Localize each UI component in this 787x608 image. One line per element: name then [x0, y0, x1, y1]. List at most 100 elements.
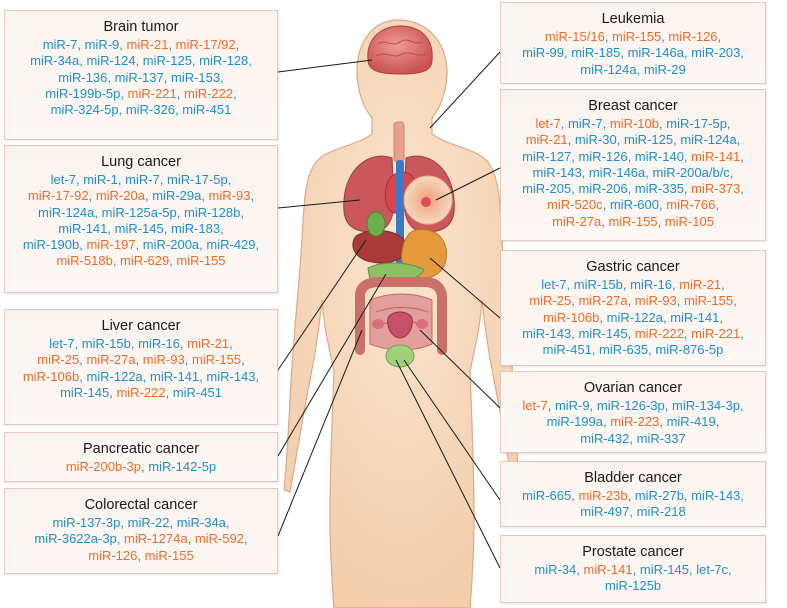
right-ovary — [416, 319, 428, 329]
connector-prostate — [395, 359, 501, 569]
connector-bladder — [403, 359, 501, 501]
box-title: Bladder cancer — [584, 470, 682, 486]
separator: , — [719, 309, 723, 325]
separator: , — [163, 69, 171, 85]
separator: , — [591, 342, 600, 358]
prostate-cancer-box: Prostate cancer miR-34, miR-141, miR-145… — [500, 535, 766, 603]
separator: , — [717, 29, 722, 44]
separator: , — [240, 204, 244, 220]
mirna-label: miR-141 — [583, 562, 633, 577]
mirna-label: miR-27b — [634, 488, 684, 503]
separator: , — [589, 398, 597, 413]
separator: , — [683, 325, 692, 341]
separator: , — [566, 277, 574, 292]
separator: , — [225, 515, 230, 530]
box-title: Gastric cancer — [586, 259, 680, 275]
mirna-label: miR-7 — [42, 37, 78, 52]
separator: , — [74, 336, 82, 351]
mirna-list: let-7, miR-15b, miR-16, miR-21, miR-25, … — [501, 277, 765, 358]
separator: , — [567, 132, 575, 148]
separator: , — [629, 430, 637, 446]
separator: , — [141, 459, 149, 474]
mirna-label: miR-222 — [184, 85, 234, 101]
mirna-label: miR-197 — [86, 237, 136, 253]
mirna-label: miR-21 — [126, 37, 169, 52]
bladder-organ — [385, 344, 415, 368]
mirna-label: miR-155 — [191, 352, 242, 368]
mirna-label: miR-200b-3p — [65, 459, 141, 474]
separator: , — [79, 352, 87, 368]
colon — [355, 277, 447, 355]
mirna-label: miR-126 — [578, 148, 628, 164]
separator: , — [119, 37, 127, 52]
separator: , — [220, 69, 224, 85]
mirna-line: miR-34, miR-141, miR-145, let-7c, — [504, 562, 762, 578]
separator: , — [636, 61, 644, 77]
separator: , — [603, 414, 611, 430]
separator: , — [248, 53, 252, 69]
separator: , — [163, 220, 171, 236]
mirna-label: miR-155 — [608, 213, 658, 229]
mirna-label: miR-143 — [532, 164, 582, 180]
mirna-label: miR-17/92 — [175, 37, 236, 52]
mirna-label: miR-221 — [127, 85, 177, 101]
mirna-label: miR-520c — [547, 197, 603, 213]
separator: , — [255, 237, 260, 253]
mirna-label: miR-451 — [172, 384, 222, 400]
mirna-line: miR-27a, miR-155, miR-105 — [504, 214, 762, 230]
mirna-label: miR-222 — [116, 384, 166, 400]
mirna-label: miR-326 — [125, 102, 175, 118]
mirna-label: miR-124a — [38, 204, 95, 220]
separator: , — [664, 398, 673, 413]
mirna-label: miR-155 — [176, 253, 226, 269]
mirna-line: miR-17-92, miR-20a, miR-29a, miR-93, — [8, 188, 274, 204]
separator: , — [662, 309, 671, 325]
mirna-label: miR-629 — [120, 253, 170, 269]
separator: , — [137, 547, 145, 563]
mirna-list: miR-200b-3p, miR-142-5p — [5, 459, 277, 475]
mirna-label: miR-203 — [691, 45, 741, 61]
mirna-label: miR-7 — [567, 116, 603, 131]
mirna-label: miR-105 — [664, 213, 714, 229]
separator: , — [118, 102, 126, 118]
mirna-list: let-7, miR-9, miR-126-3p, miR-134-3p, mi… — [501, 398, 765, 447]
separator: , — [733, 293, 737, 309]
mirna-list: miR-15/16, miR-155, miR-126, miR-99, miR… — [501, 29, 765, 78]
mirna-label: miR-124a — [680, 132, 737, 148]
mirna-line: miR-137-3p, miR-22, miR-34a, — [8, 515, 274, 531]
mirna-list: miR-34, miR-141, miR-145, let-7c, miR-12… — [501, 562, 765, 595]
separator: , — [726, 116, 731, 131]
separator: , — [75, 172, 84, 187]
brain-fold-1 — [377, 39, 423, 45]
mirna-label: miR-155 — [144, 547, 194, 563]
mirna-label: miR-145 — [114, 220, 164, 236]
separator: , — [180, 336, 188, 351]
box-title: Brain tumor — [103, 19, 179, 35]
mirna-label: miR-142-5p — [148, 459, 217, 474]
connector-lines — [277, 51, 501, 569]
mirna-line: miR-106b, miR-122a, miR-141, miR-143, — [8, 369, 274, 385]
separator: , — [740, 45, 744, 61]
separator: , — [736, 132, 741, 148]
separator: , — [627, 148, 635, 164]
mirna-line: miR-34a, miR-124, miR-125, miR-128, — [8, 53, 274, 69]
mirna-label: miR-106b — [543, 309, 600, 325]
separator: , — [740, 148, 744, 164]
separator: , — [728, 562, 732, 577]
trachea — [393, 121, 405, 163]
mirna-label: miR-155 — [683, 293, 734, 309]
separator: , — [571, 488, 579, 503]
separator: , — [130, 336, 139, 351]
separator: , — [683, 181, 692, 197]
separator: , — [673, 132, 681, 148]
mirna-label: miR-10b — [609, 116, 659, 131]
mirna-label: miR-766 — [666, 197, 716, 213]
mirna-label: miR-93 — [142, 352, 185, 368]
mirna-label: let-7 — [49, 336, 75, 351]
mirna-label: miR-153 — [170, 69, 221, 85]
breast-tumor — [421, 197, 431, 207]
mirna-line: miR-136, miR-137, miR-153, — [8, 70, 274, 86]
mirna-label: miR-134-3p — [672, 398, 740, 413]
mirna-line: miR-199b-5p, miR-221, miR-222, — [8, 86, 274, 102]
separator: , — [661, 29, 669, 44]
